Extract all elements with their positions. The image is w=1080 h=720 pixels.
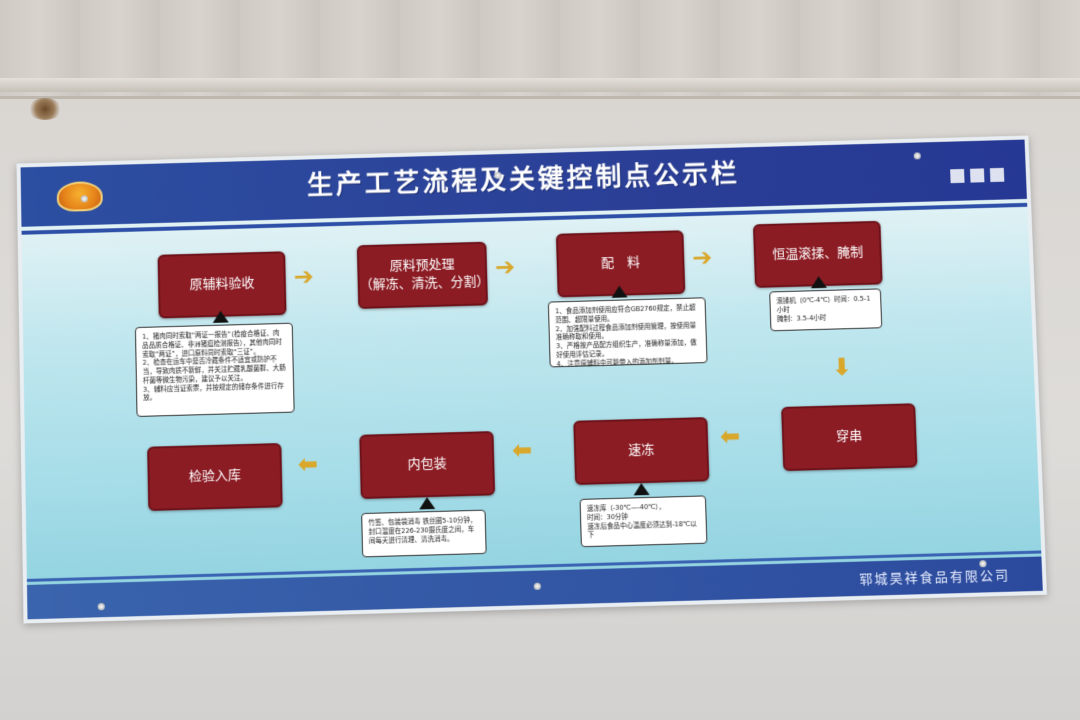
step-inner-packaging: 内包装 xyxy=(359,431,496,500)
note-tumbling: 滚揉机（0℃-4℃）时间：0.5-1小时 腌制：3.5-4小时 xyxy=(769,288,883,332)
arrow-right-icon: ➔ xyxy=(494,252,516,282)
arrow-right-icon: ➔ xyxy=(691,243,713,272)
board-header: 生产工艺流程及关键控制点公示栏 xyxy=(20,139,1027,227)
step-raw-material-inspection: 原辅料验收 xyxy=(157,251,287,319)
arrow-left-icon: ⬅ xyxy=(511,435,533,465)
company-name: 郓城昊祥食品有限公司 xyxy=(859,568,1011,588)
wall-stain xyxy=(28,98,62,120)
control-point-marker xyxy=(418,496,436,510)
header-stripes xyxy=(950,167,1011,184)
board-title: 生产工艺流程及关键控制点公示栏 xyxy=(306,159,741,202)
control-point-marker xyxy=(611,285,628,298)
control-point-marker xyxy=(633,482,650,496)
notice-board: 生产工艺流程及关键控制点公示栏 原辅料验收 ➔ 原料预处理 （解冻、清洗、分割）… xyxy=(16,135,1048,624)
note-quick-freezing: 速冻库（-30℃—-40℃）， 时间：30分钟 速冻后食品中心温度必须达到-18… xyxy=(579,495,708,548)
step-inspection-storage: 检验入库 xyxy=(147,442,283,512)
step-pretreatment: 原料预处理 （解冻、清洗、分割） xyxy=(356,241,490,309)
control-point-marker xyxy=(212,310,229,323)
arrow-right-icon: ➔ xyxy=(293,262,315,291)
ceiling-trim xyxy=(0,78,1080,92)
note-inner-packaging: 竹签、包装袋消毒 铁丝圈5-10分钟，封口温度在226-230摄氏度之间，车间每… xyxy=(361,509,487,558)
arrow-down-icon: ⬇ xyxy=(831,353,853,382)
arrow-left-icon: ⬅ xyxy=(297,450,319,479)
arrow-left-icon: ⬅ xyxy=(719,422,741,451)
step-quick-freezing: 速冻 xyxy=(573,417,710,485)
control-point-marker xyxy=(810,275,827,289)
note-batching: 1、食品添加剂使用应符合GB2760规定，禁止超范围、超限量使用。 2、加强配料… xyxy=(547,297,708,368)
note-raw-material: 1、猪肉同时索取“两证一报告”（检疫合格证、肉品品质合格证、非洲猪瘟检测报告），… xyxy=(134,322,295,417)
step-skewering: 穿串 xyxy=(781,403,918,472)
